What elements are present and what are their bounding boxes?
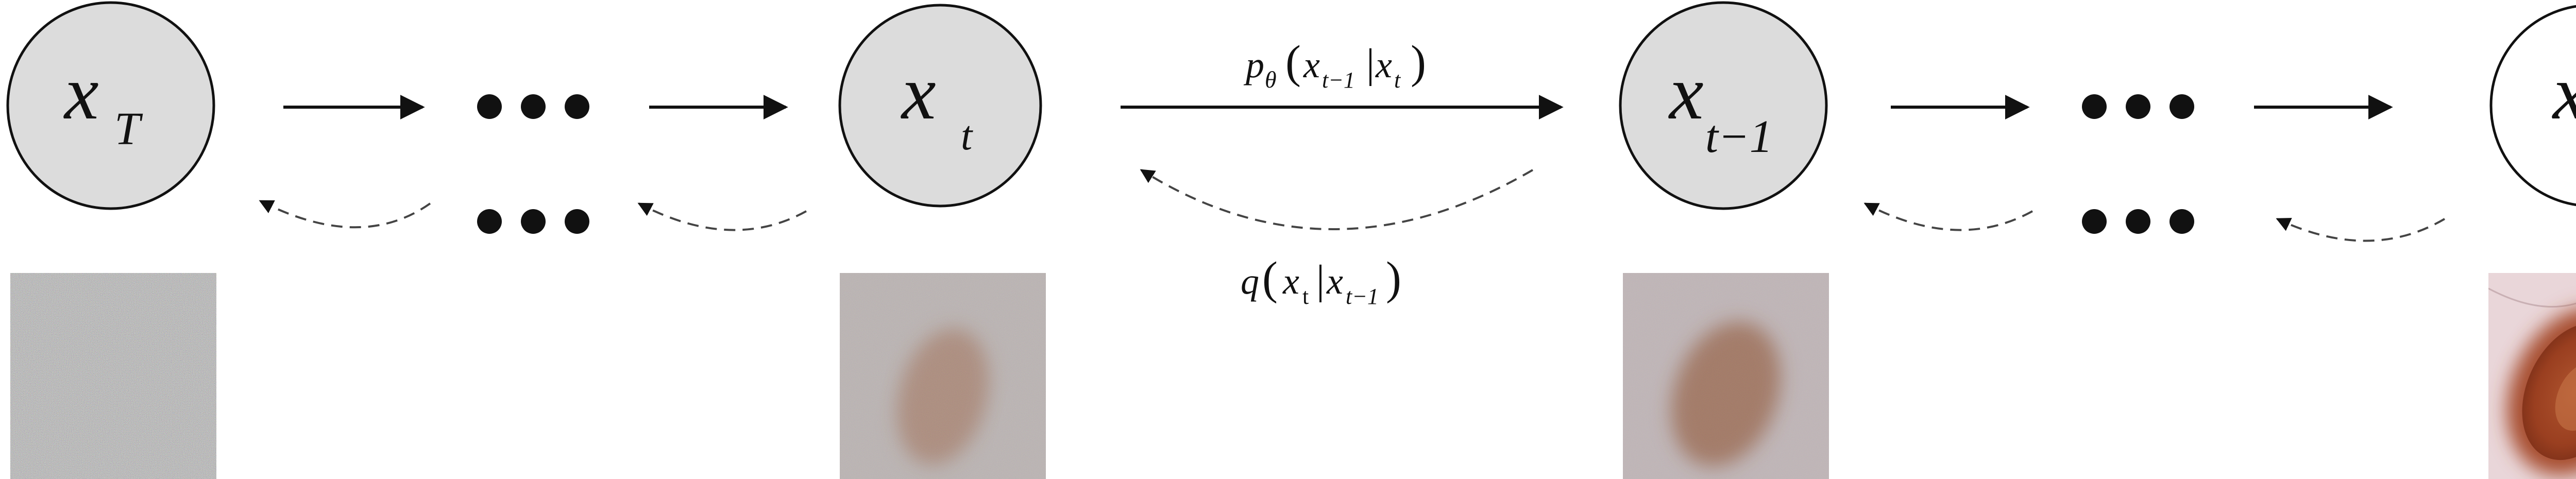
image-xt1-less-noisy-lesion — [1623, 273, 1829, 479]
reverse-fn: p — [1243, 44, 1264, 85]
dashed-arrow-3 — [1140, 169, 1534, 230]
image-xT-pure-noise — [10, 273, 216, 479]
node-x0-main: x — [2552, 50, 2576, 135]
reverse-bar: | — [1366, 41, 1375, 87]
image-xt-noisy-lesion — [840, 273, 1046, 479]
forward-close-paren: ) — [1386, 253, 1401, 304]
node-xT-sub: T — [114, 104, 143, 155]
node-xt-sub: t — [961, 113, 973, 159]
ellipsis-top-right — [2082, 94, 2194, 119]
forward-bar: | — [1316, 258, 1325, 303]
forward-cond: x — [1326, 261, 1343, 302]
dashed-arrow-4 — [1863, 202, 2033, 231]
reverse-cond: x — [1375, 44, 1392, 85]
dashed-arrow-1 — [259, 200, 431, 229]
node-x0: x 0 — [2489, 5, 2576, 207]
forward-arg-sub: t — [1302, 284, 1309, 309]
forward-arg: x — [1282, 261, 1299, 302]
image-x0-clean-lesion — [2488, 273, 2576, 479]
label-reverse-transition: p θ ( x t−1 | x t ) — [1243, 37, 1426, 93]
forward-open-paren: ( — [1262, 253, 1278, 304]
reverse-param: θ — [1265, 66, 1277, 93]
reverse-close-paren: ) — [1411, 37, 1426, 88]
ellipsis-bottom-left — [477, 209, 589, 234]
node-xT: x T — [6, 1, 215, 210]
node-xt1-sub: t−1 — [1705, 111, 1773, 162]
ellipsis-top-left — [477, 94, 589, 119]
node-xT-main: x — [63, 50, 99, 135]
node-xt: x t — [838, 4, 1042, 208]
node-xt1-main: x — [1668, 50, 1704, 135]
dashed-arrow-2 — [637, 202, 807, 231]
reverse-arg-sub: t−1 — [1322, 67, 1355, 93]
label-forward-transition: q ( x t | x t−1 ) — [1241, 253, 1401, 309]
reverse-cond-sub: t — [1394, 67, 1401, 93]
node-xt-main: x — [901, 50, 936, 135]
reverse-open-paren: ( — [1285, 37, 1301, 88]
node-xt1: x t−1 — [1619, 1, 1828, 210]
reverse-arg: x — [1303, 44, 1320, 85]
ellipsis-bottom-right — [2082, 209, 2194, 234]
forward-cond-sub: t−1 — [1346, 284, 1379, 309]
forward-fn: q — [1241, 261, 1259, 302]
dashed-arrow-5 — [2276, 218, 2446, 242]
